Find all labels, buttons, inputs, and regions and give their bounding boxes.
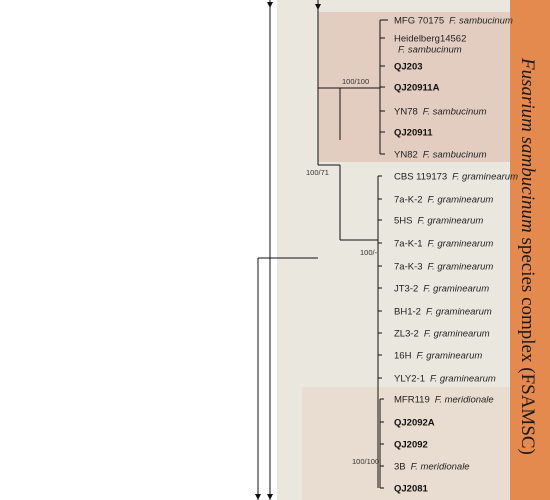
taxon-strain: QJ20911 bbox=[394, 128, 433, 139]
taxon-strain: Heidelberg14562 bbox=[394, 34, 466, 45]
taxon-species: F. graminearum bbox=[452, 172, 518, 183]
truncated-branch-arrow-icon bbox=[255, 494, 261, 500]
taxon-label: JT3-2 F. graminearum bbox=[394, 284, 489, 295]
taxon-species: F. meridionale bbox=[435, 395, 494, 406]
taxon-species: F. graminearum bbox=[428, 195, 494, 206]
taxon-species: F. graminearum bbox=[426, 307, 492, 318]
taxon-species: F. sambucinum bbox=[423, 107, 487, 118]
taxon-species: F. graminearum bbox=[417, 216, 483, 227]
taxon-label: QJ2092 bbox=[394, 440, 428, 451]
support-value: 100/- bbox=[360, 248, 378, 257]
taxon-label: 7a-K-3 F. graminearum bbox=[394, 262, 493, 273]
taxon-label: 7a-K-1 F. graminearum bbox=[394, 239, 493, 250]
taxon-label: CBS 119173 F. graminearum bbox=[394, 172, 518, 183]
taxon-strain: YN82 bbox=[394, 150, 418, 161]
taxon-strain: JT3-2 bbox=[394, 284, 418, 295]
taxon-species: F. graminearum bbox=[430, 374, 496, 385]
taxon-species: F. meridionale bbox=[411, 462, 470, 473]
taxon-strain: 3B bbox=[394, 462, 406, 473]
sambucinum-clade-highlight bbox=[318, 12, 510, 162]
taxon-strain: 7a-K-1 bbox=[394, 239, 423, 250]
taxon-label: ZL3-2 F. graminearum bbox=[394, 329, 490, 340]
taxon-strain: QJ2081 bbox=[394, 484, 429, 495]
taxon-label: 7a-K-2 F. graminearum bbox=[394, 195, 493, 206]
taxon-label: MFR119 F. meridionale bbox=[394, 395, 494, 406]
support-values: 100/100 100/71 100/- 100/100 bbox=[306, 77, 379, 466]
taxon-label: MFG 70175 F. sambucinum bbox=[394, 16, 513, 27]
taxon-species: F. graminearum bbox=[416, 351, 482, 362]
taxon-strain: MFR119 bbox=[394, 395, 430, 406]
taxon-strain: BH1-2 bbox=[394, 307, 421, 318]
taxon-label: YN78 F. sambucinum bbox=[394, 107, 487, 118]
support-value: 100/100 bbox=[342, 77, 369, 86]
taxon-label: BH1-2 F. graminearum bbox=[394, 307, 492, 318]
taxon-species: F. graminearum bbox=[424, 329, 490, 340]
taxon-label: QJ2081 bbox=[394, 484, 429, 495]
complex-label-band bbox=[510, 0, 550, 500]
taxon-species: F. sambucinum bbox=[398, 45, 462, 56]
tree-branches bbox=[255, 0, 388, 500]
truncated-branch-arrow-icon bbox=[267, 494, 273, 500]
taxon-label: QJ20911 bbox=[394, 128, 433, 139]
support-value: 100/100 bbox=[352, 457, 379, 466]
taxon-strain: YN78 bbox=[394, 107, 418, 118]
taxon-species: F. sambucinum bbox=[449, 16, 513, 27]
taxon-strain: ZL3-2 bbox=[394, 329, 419, 340]
taxon-species: F. sambucinum bbox=[423, 150, 487, 161]
taxon-label: 3B F. meridionale bbox=[394, 462, 470, 473]
taxon-strain: 7a-K-3 bbox=[394, 262, 423, 273]
complex-label-species: Fusarium sambucinum bbox=[517, 57, 538, 233]
complex-label: Fusarium sambucinum species complex (FSA… bbox=[517, 57, 538, 455]
taxon-label: 16H F. graminearum bbox=[394, 351, 482, 362]
taxon-label: QJ203 bbox=[394, 62, 423, 73]
taxon-strain: QJ2092 bbox=[394, 440, 428, 451]
taxon-label: QJ20911A bbox=[394, 83, 440, 94]
taxon-label: YLY2-1 F. graminearum bbox=[394, 374, 496, 385]
taxon-strain: QJ20911A bbox=[394, 83, 440, 94]
taxon-species: F. graminearum bbox=[428, 262, 494, 273]
taxon-label: 5HS F. graminearum bbox=[394, 216, 483, 227]
complex-label-rest: species complex (FSAMSC) bbox=[517, 233, 538, 455]
taxon-species: F. graminearum bbox=[428, 239, 494, 250]
taxon-label: YN82 F. sambucinum bbox=[394, 150, 487, 161]
taxon-strain: CBS 119173 bbox=[394, 172, 447, 183]
taxon-strain: 5HS bbox=[394, 216, 412, 227]
taxon-strain: MFG 70175 bbox=[394, 16, 444, 27]
taxon-species: F. graminearum bbox=[423, 284, 489, 295]
taxon-strain: QJ2092A bbox=[394, 418, 435, 429]
taxon-strain: 16H bbox=[394, 351, 412, 362]
taxon-strain: YLY2-1 bbox=[394, 374, 425, 385]
taxon-strain: 7a-K-2 bbox=[394, 195, 423, 206]
truncated-branch-arrow-icon bbox=[315, 4, 321, 10]
taxon-label: QJ2092A bbox=[394, 418, 435, 429]
support-value: 100/71 bbox=[306, 168, 329, 177]
meridionale-clade-highlight bbox=[302, 387, 510, 500]
truncated-branch-arrow-icon bbox=[267, 2, 273, 8]
taxon-strain: QJ203 bbox=[394, 62, 423, 73]
